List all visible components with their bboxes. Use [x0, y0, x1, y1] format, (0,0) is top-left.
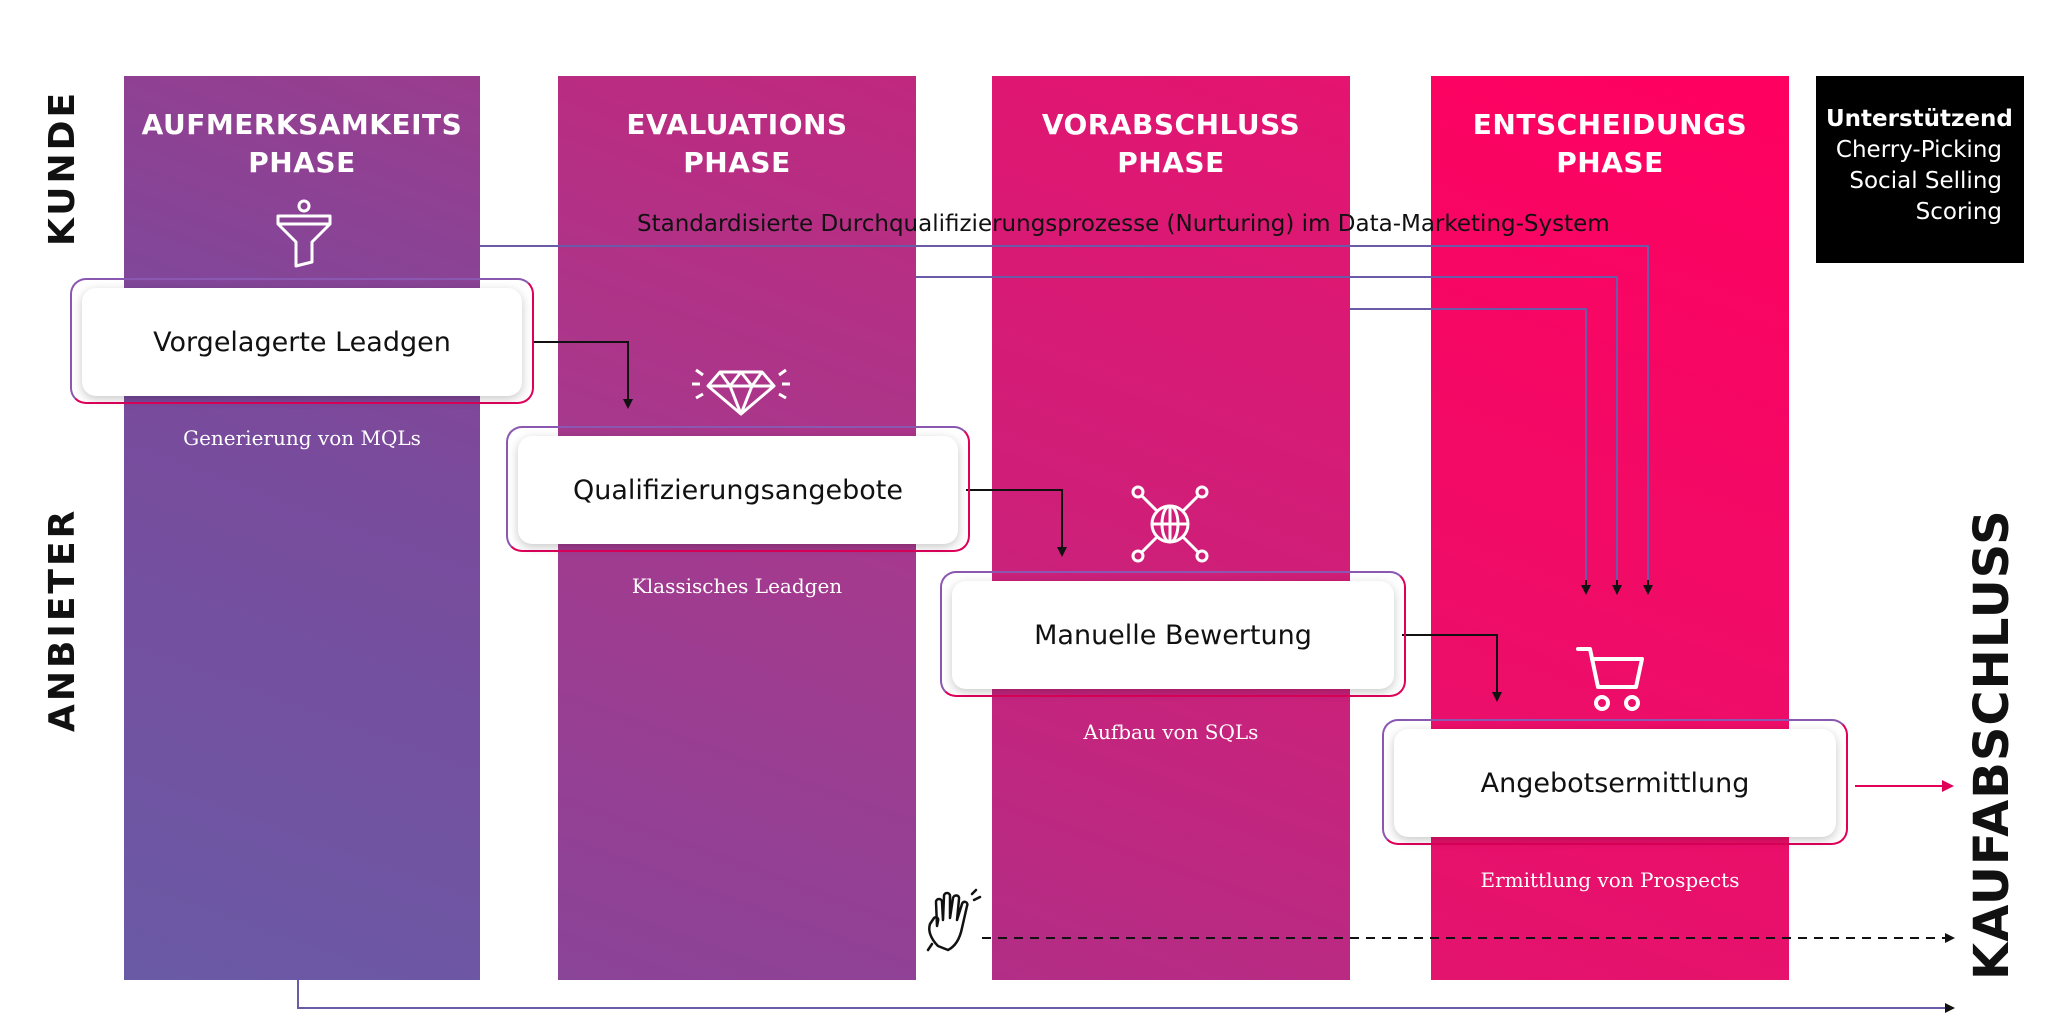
card-outline	[70, 278, 534, 404]
card-qualifizierungsangebote: Qualifizierungsangebote	[518, 436, 958, 544]
support-item: Scoring	[1915, 199, 2002, 225]
card-angebotsermittlung: Angebotsermittlung	[1394, 729, 1836, 837]
support-title: Unterstützend	[1826, 106, 2013, 132]
phase-title-line1: ENTSCHEIDUNGS	[1472, 108, 1748, 141]
card-outline	[506, 426, 970, 552]
support-item: Social Selling	[1849, 168, 2002, 194]
waving-hand-icon	[926, 888, 982, 952]
phase-title: EVALUATIONS PHASE	[558, 106, 916, 182]
step-arrow-3	[1402, 634, 1502, 702]
phase-title-line2: PHASE	[1117, 146, 1225, 179]
phase-column-awareness: AUFMERKSAMKEITS PHASE	[124, 76, 480, 980]
phase-title-line1: VORABSCHLUSS	[1041, 108, 1301, 141]
support-box: Unterstützend Cherry-Picking Social Sell…	[1816, 76, 2024, 263]
caption: Ermittlung von Prospects	[1480, 868, 1740, 892]
phase-title-line1: EVALUATIONS	[626, 108, 848, 141]
card-vorgelagerte-leadgen: Vorgelagerte Leadgen	[82, 288, 522, 396]
phase-title: ENTSCHEIDUNGS PHASE	[1431, 106, 1789, 182]
shopping-cart-icon	[1576, 647, 1644, 711]
step-arrow-1	[532, 341, 633, 409]
card-outline	[1382, 719, 1848, 845]
caption: Klassisches Leadgen	[631, 574, 843, 598]
nurturing-line-2	[916, 276, 1618, 588]
card-manuelle-bewertung: Manuelle Bewertung	[952, 581, 1394, 689]
phase-title-line2: PHASE	[248, 146, 356, 179]
funnel-icon	[276, 199, 332, 268]
caption: Generierung von MQLs	[183, 426, 421, 450]
step-arrow-2	[966, 489, 1067, 557]
phase-title: VORABSCHLUSS PHASE	[992, 106, 1350, 182]
support-item: Cherry-Picking	[1835, 137, 2002, 163]
nurturing-label: Standardisierte Durchqualifizierungsproz…	[637, 211, 1610, 237]
nurturing-line-3	[1350, 308, 1587, 588]
phase-title-line2: PHASE	[683, 146, 791, 179]
card-outline	[940, 571, 1406, 697]
phase-title-line1: AUFMERKSAMKEITS	[141, 108, 463, 141]
caption: Aufbau von SQLs	[1083, 720, 1259, 744]
nurturing-line-1	[480, 245, 1649, 588]
phase-title-line2: PHASE	[1556, 146, 1664, 179]
phase-title: AUFMERKSAMKEITS PHASE	[124, 106, 480, 182]
network-globe-icon	[1131, 485, 1209, 563]
baseline-arrow	[297, 980, 1955, 1013]
diamond-icon	[692, 368, 790, 416]
